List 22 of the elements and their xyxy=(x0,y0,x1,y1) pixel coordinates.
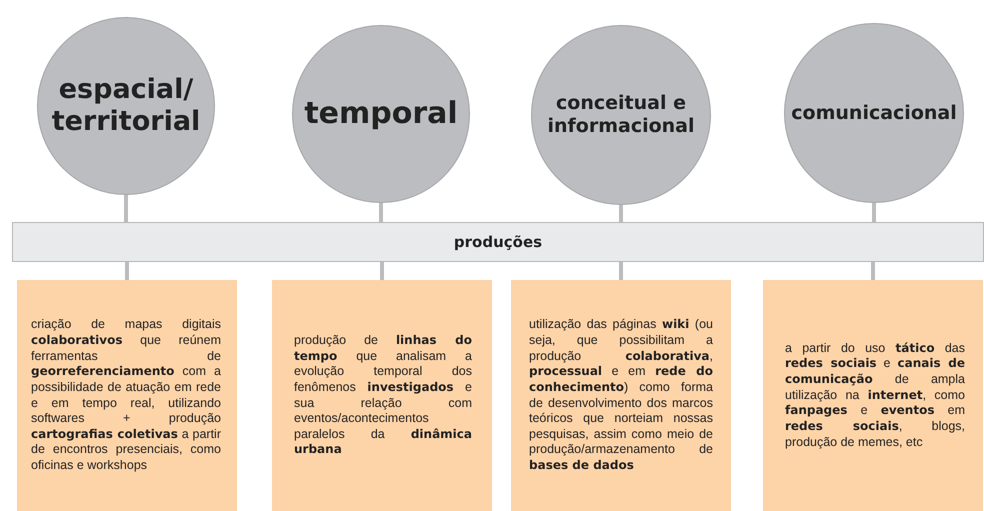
description-text: produção de linhas do tempo que analisam a evolução temporal dos fenômenos investigados e sua relação com eventos/acontecimentos paralelos da dinâmica urbana xyxy=(294,333,472,458)
category-title: temporal xyxy=(304,96,458,132)
connector-line xyxy=(619,262,623,280)
connector-line xyxy=(619,205,623,222)
description-text: a partir do uso tático das redes sociais e canais de comunicação de ampla utilização na internet, como fanpages e eventos em redes sociais, blogs, produção de memes, etc xyxy=(785,340,965,450)
band-label: produções xyxy=(454,233,542,251)
connector-line xyxy=(379,203,383,222)
connector-line xyxy=(124,195,128,222)
description-text: utilização das páginas wiki (ou seja, que possibilitam a produção colaborativa, processual e em rede do conhecimento) como forma de desenvolvimento dos marcos teóricos que norteiam nossas pesquisas, assim como meio de produção/armazenamento de bases de dados xyxy=(529,317,713,474)
description-card xyxy=(511,280,731,511)
connector-line xyxy=(871,262,875,280)
description-card xyxy=(17,280,237,511)
connector-line xyxy=(380,262,384,280)
connector-line xyxy=(872,203,876,222)
description-card xyxy=(272,280,492,511)
category-title: conceitual e informacional xyxy=(546,92,696,138)
description-card xyxy=(763,280,983,511)
productions-band xyxy=(12,222,984,262)
description-text: criação de mapas digitais colaborativos que reúnem ferramentas de georreferenciamento com a possibilidade de atuação em rede e em tempo real, utilizando softwares + produção cartografias coletivas a partir de encontros presenciais, como oficinas e workshops xyxy=(31,317,221,474)
category-title: espacial/ territorial xyxy=(50,74,202,138)
connector-line xyxy=(125,262,129,280)
category-title: comunicacional xyxy=(791,102,957,124)
